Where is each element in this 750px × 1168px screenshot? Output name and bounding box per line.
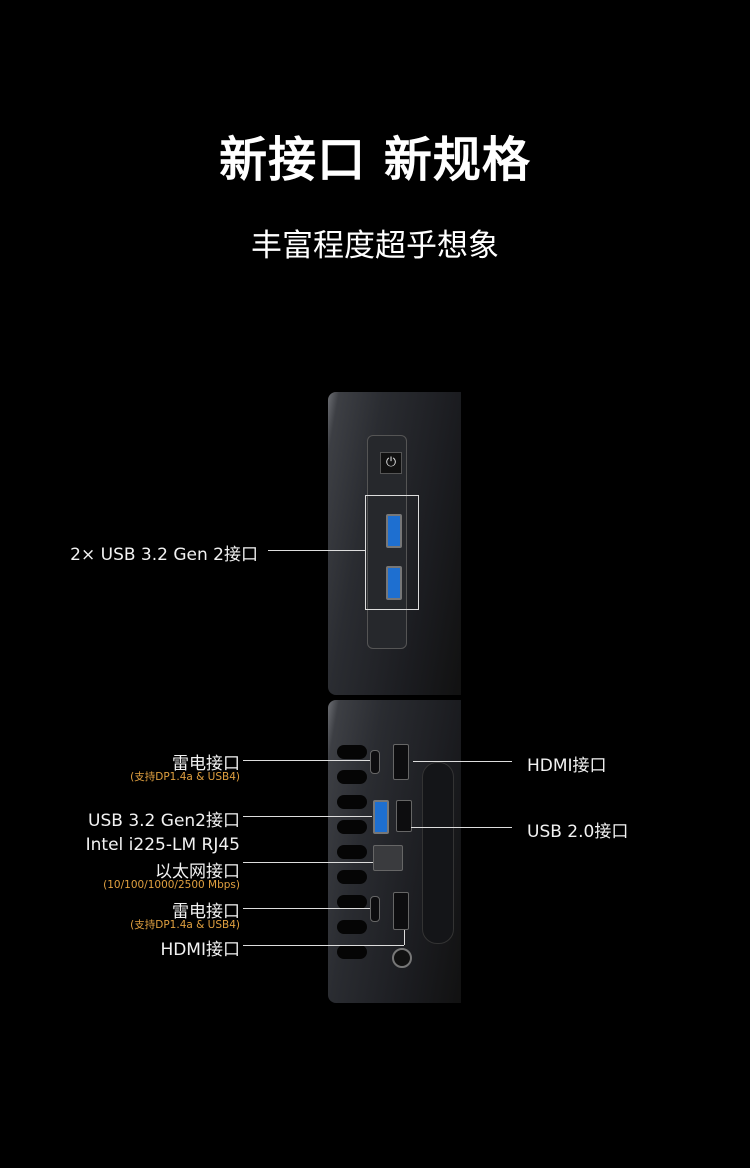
oval-cover bbox=[422, 762, 454, 944]
thunderbolt-note: (支持DP1.4a & USB4) bbox=[130, 771, 240, 783]
vent bbox=[337, 770, 367, 784]
leader-line bbox=[268, 550, 365, 551]
hdmi-label-right: HDMI接口 bbox=[527, 756, 607, 776]
usb-highlight-box bbox=[365, 495, 419, 610]
thunderbolt-port-icon bbox=[370, 896, 380, 922]
ethernet-model-label: Intel i225-LM RJ45 bbox=[85, 835, 240, 855]
dc-power-jack-icon bbox=[392, 948, 412, 968]
front-usb-label: 2× USB 3.2 Gen 2接口 bbox=[70, 545, 258, 565]
thunderbolt-note: (支持DP1.4a & USB4) bbox=[130, 919, 240, 931]
usb-port-icon bbox=[386, 514, 402, 548]
thunderbolt-port-icon bbox=[370, 750, 380, 774]
usb-port-icon bbox=[386, 566, 402, 600]
vent bbox=[337, 845, 367, 859]
leader-line bbox=[243, 760, 370, 761]
leader-line bbox=[411, 827, 512, 828]
hdmi-port-icon bbox=[393, 744, 409, 780]
usb2-port-icon bbox=[396, 800, 412, 832]
vent bbox=[337, 820, 367, 834]
vent bbox=[337, 795, 367, 809]
leader-line bbox=[243, 862, 373, 863]
leader-line bbox=[243, 945, 404, 946]
power-button-icon: ⏻ bbox=[380, 452, 402, 474]
vent bbox=[337, 920, 367, 934]
hdmi-label: HDMI接口 bbox=[160, 940, 240, 960]
usb2-label: USB 2.0接口 bbox=[527, 822, 629, 842]
vent bbox=[337, 895, 367, 909]
thunderbolt-label: 雷电接口 bbox=[172, 902, 240, 922]
ethernet-note: (10/100/1000/2500 Mbps) bbox=[103, 879, 240, 891]
leader-line bbox=[413, 761, 512, 762]
page-title: 新接口 新规格 bbox=[219, 132, 531, 188]
vent bbox=[337, 945, 367, 959]
leader-line bbox=[404, 930, 405, 945]
usb3-port-icon bbox=[373, 800, 389, 834]
leader-line bbox=[243, 908, 370, 909]
ethernet-label: 以太网接口 bbox=[155, 862, 240, 882]
vent bbox=[337, 745, 367, 759]
vent bbox=[337, 870, 367, 884]
leader-line bbox=[243, 816, 372, 817]
ethernet-port-icon bbox=[373, 845, 403, 871]
hdmi-port-icon bbox=[393, 892, 409, 930]
page-subtitle: 丰富程度超乎想象 bbox=[251, 228, 499, 264]
usb32-label: USB 3.2 Gen2接口 bbox=[88, 811, 240, 831]
thunderbolt-label: 雷电接口 bbox=[172, 754, 240, 774]
